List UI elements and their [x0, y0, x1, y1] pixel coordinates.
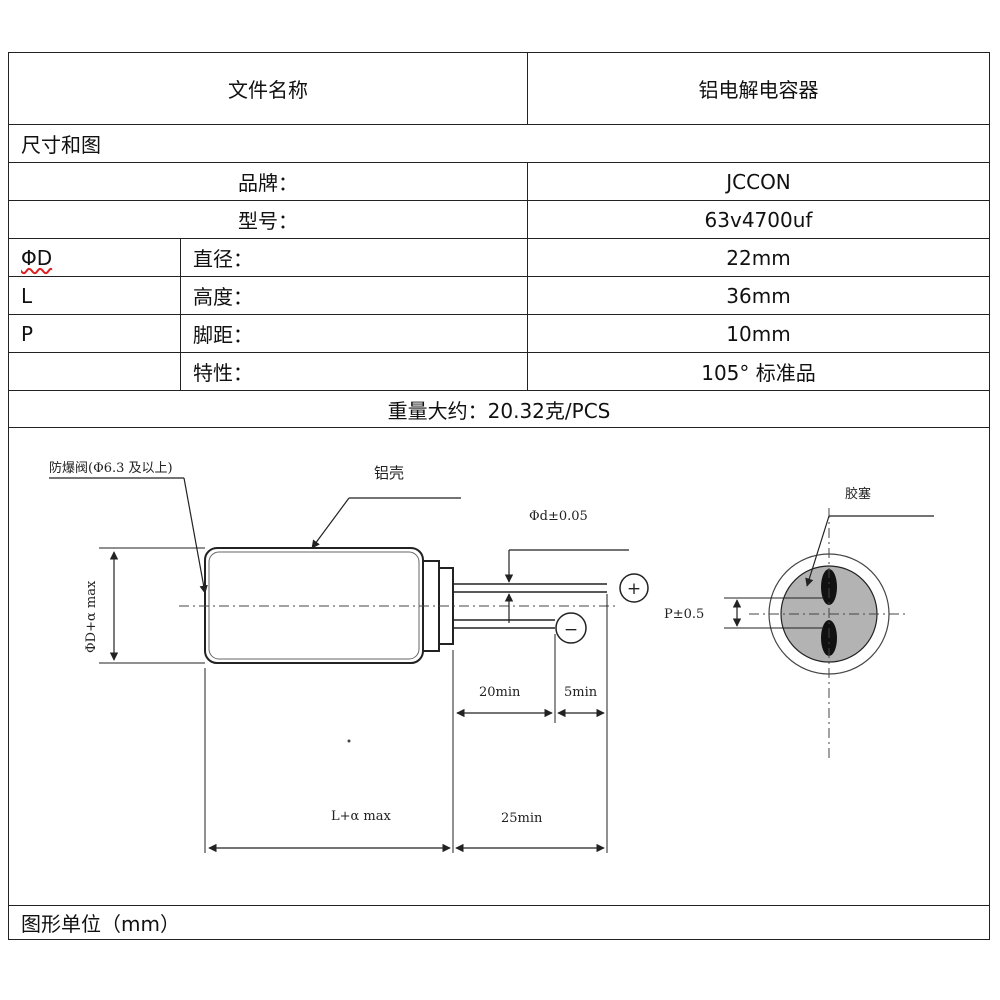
footer-text: 图形单位（mm）	[21, 911, 180, 936]
model-label: 型号：	[9, 201, 528, 238]
diameter-row: ΦD 直径： 22mm	[9, 239, 989, 277]
feature-row: 特性： 105° 标准品	[9, 353, 989, 391]
dimension-drawing: 防爆阀(Φ6.3 及以上) 铝壳 Φd±0.05 + −	[9, 428, 989, 905]
body-diameter-label: ΦD+α max	[84, 580, 99, 653]
feature-label: 特性：	[181, 353, 528, 390]
model-value: 63v4700uf	[704, 207, 813, 232]
lead-wires	[453, 583, 607, 629]
pitch-value: 10mm	[726, 321, 791, 346]
pitch-dim-label: P±0.5	[664, 607, 704, 622]
shell-leader	[311, 497, 461, 549]
height-symbol: L	[9, 277, 181, 314]
pitch-symbol: P	[9, 315, 181, 352]
plus-marker: +	[619, 573, 649, 603]
lead-5-label: 5min	[564, 685, 598, 700]
minus-sign: −	[564, 620, 578, 640]
weight-text: 重量大约：20.32克/PCS	[387, 398, 611, 423]
brand-label: 品牌：	[9, 163, 528, 200]
plus-sign: +	[627, 579, 641, 599]
diameter-symbol-text: ΦD	[21, 245, 53, 270]
height-label: 高度：	[181, 277, 528, 314]
spec-sheet: 文件名称 铝电解电容器 尺寸和图 品牌： JCCON 型号： 63v4700uf…	[8, 52, 990, 940]
lead-diameter-dimension	[504, 549, 629, 623]
lead-diameter-label: Φd±0.05	[529, 509, 588, 524]
length-label: L+α max	[331, 809, 392, 824]
rubber-leader	[805, 515, 934, 587]
section-row: 尺寸和图	[9, 125, 989, 163]
vent-label: 防爆阀(Φ6.3 及以上)	[49, 460, 173, 476]
diameter-value: 22mm	[726, 245, 791, 270]
diameter-label: 直径：	[181, 239, 528, 276]
pitch-dimension	[724, 597, 824, 629]
feature-value: 105° 标准品	[701, 361, 816, 385]
height-row: L 高度： 36mm	[9, 277, 989, 315]
footer-row: 图形单位（mm）	[9, 905, 989, 938]
extension-lines	[204, 594, 608, 853]
lead-25-label: 25min	[501, 811, 543, 826]
section-title: 尺寸和图	[21, 133, 101, 157]
rubber-label: 胶塞	[845, 486, 871, 502]
stray-dot	[347, 739, 351, 743]
model-row: 型号： 63v4700uf	[9, 201, 989, 239]
brand-value: JCCON	[726, 169, 791, 194]
diameter-symbol: ΦD	[9, 239, 181, 276]
feature-symbol	[9, 353, 181, 390]
file-name-label: 文件名称	[9, 53, 528, 124]
pitch-row: P 脚距： 10mm	[9, 315, 989, 353]
end-view	[749, 508, 909, 758]
shell-label: 铝壳	[374, 464, 404, 482]
pitch-label: 脚距：	[181, 315, 528, 352]
minus-marker: −	[555, 612, 587, 644]
vent-leader	[49, 477, 208, 594]
lead-20-label: 20min	[479, 685, 521, 700]
body-diameter-dimension	[99, 547, 205, 664]
weight-row: 重量大约：20.32克/PCS	[9, 391, 989, 428]
capacitor-diagram: 防爆阀(Φ6.3 及以上) 铝壳 Φd±0.05 + −	[49, 460, 934, 853]
brand-row: 品牌： JCCON	[9, 163, 989, 201]
file-name-value: 铝电解电容器	[698, 78, 819, 102]
header-row: 文件名称 铝电解电容器	[9, 53, 989, 125]
height-value: 36mm	[726, 283, 791, 308]
